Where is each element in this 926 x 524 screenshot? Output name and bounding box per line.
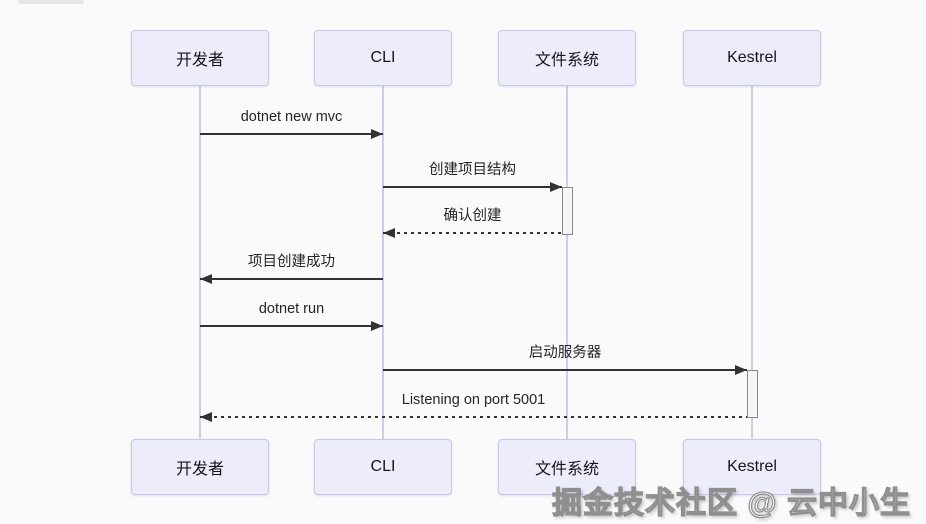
actor-box-developer-top: 开发者 [131,30,269,86]
lifeline-filesystem [566,86,568,439]
message-line-6 [200,416,747,418]
window-edge-artifact [18,0,84,4]
actor-box-kestrel-top: Kestrel [683,30,821,86]
watermark: 掘金技术社区 @ 云中小生 [551,486,911,520]
actor-box-filesystem-top: 文件系统 [498,30,636,86]
actor-box-developer-bottom: 开发者 [131,439,269,495]
message-label-3: 项目创建成功 [248,254,335,270]
message-arrowhead-5 [735,365,747,375]
message-arrowhead-2 [383,228,395,238]
message-line-4 [200,325,383,327]
lifeline-cli [382,86,384,439]
message-arrowhead-3 [200,274,212,284]
message-arrowhead-1 [550,182,562,192]
lifeline-kestrel [751,86,753,439]
message-arrowhead-6 [200,412,212,422]
actor-box-cli-bottom: CLI [314,439,452,495]
message-label-6: Listening on port 5001 [401,392,546,408]
message-line-0 [200,133,383,135]
message-label-5: 启动服务器 [528,345,602,361]
actor-box-kestrel-bottom: Kestrel [683,439,821,495]
message-label-2: 确认创建 [443,208,502,224]
message-label-4: dotnet run [258,301,325,317]
message-line-3 [200,278,383,280]
activation-bar-kestrel [747,370,758,418]
lifeline-developer [199,86,201,439]
message-label-0: dotnet new mvc [240,109,343,125]
actor-box-filesystem-bottom: 文件系统 [498,439,636,495]
activation-bar-filesystem [562,187,573,235]
message-arrowhead-4 [371,321,383,331]
actor-box-cli-top: CLI [314,30,452,86]
message-label-1: 创建项目结构 [429,162,516,178]
message-arrowhead-0 [371,129,383,139]
message-line-2 [383,232,562,234]
message-line-1 [383,186,562,188]
message-line-5 [383,369,747,371]
